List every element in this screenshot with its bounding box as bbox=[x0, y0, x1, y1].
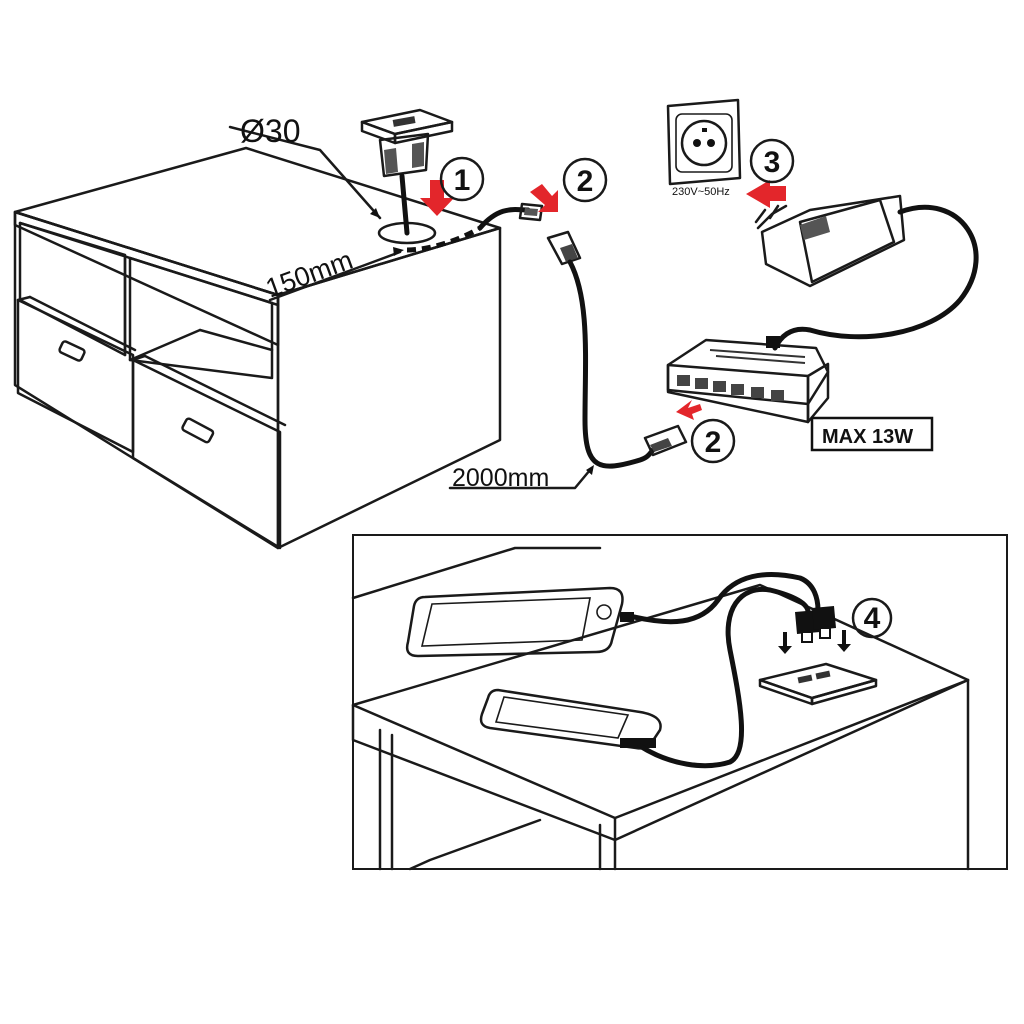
step-2-bottom: 2 bbox=[705, 426, 722, 459]
cable-connector-top bbox=[518, 202, 582, 266]
step-4: 4 bbox=[864, 602, 881, 635]
cable-long-label: 2000mm bbox=[452, 464, 549, 492]
max-power-label: MAX 13W bbox=[822, 426, 913, 448]
step-markers: 1 2 3 2 bbox=[439, 138, 795, 464]
cable-short-label: 150mm bbox=[262, 245, 357, 304]
smartphone bbox=[479, 688, 662, 750]
dimension-leaders bbox=[228, 125, 594, 490]
cabinet bbox=[13, 146, 502, 550]
step-2-top: 2 bbox=[577, 165, 594, 198]
tablet bbox=[405, 586, 634, 658]
max-power-box bbox=[810, 416, 934, 452]
down-arrows bbox=[778, 630, 851, 654]
red-arrows bbox=[420, 180, 786, 420]
power-adapter bbox=[754, 194, 979, 351]
desk-usb-socket bbox=[758, 662, 878, 706]
step-1: 1 bbox=[454, 164, 471, 197]
wall-socket: 230V~50Hz bbox=[666, 98, 742, 198]
distributor-box: MAX 13W bbox=[666, 336, 934, 452]
usb-socket-module bbox=[360, 108, 454, 236]
usb-plugs bbox=[795, 606, 836, 643]
socket-voltage-label: 230V~50Hz bbox=[672, 186, 730, 198]
cable-connector-bottom bbox=[643, 424, 688, 457]
usage-inset: 4 bbox=[351, 534, 1008, 871]
step-3: 3 bbox=[764, 146, 781, 179]
diameter-label: Ø30 bbox=[240, 113, 300, 149]
